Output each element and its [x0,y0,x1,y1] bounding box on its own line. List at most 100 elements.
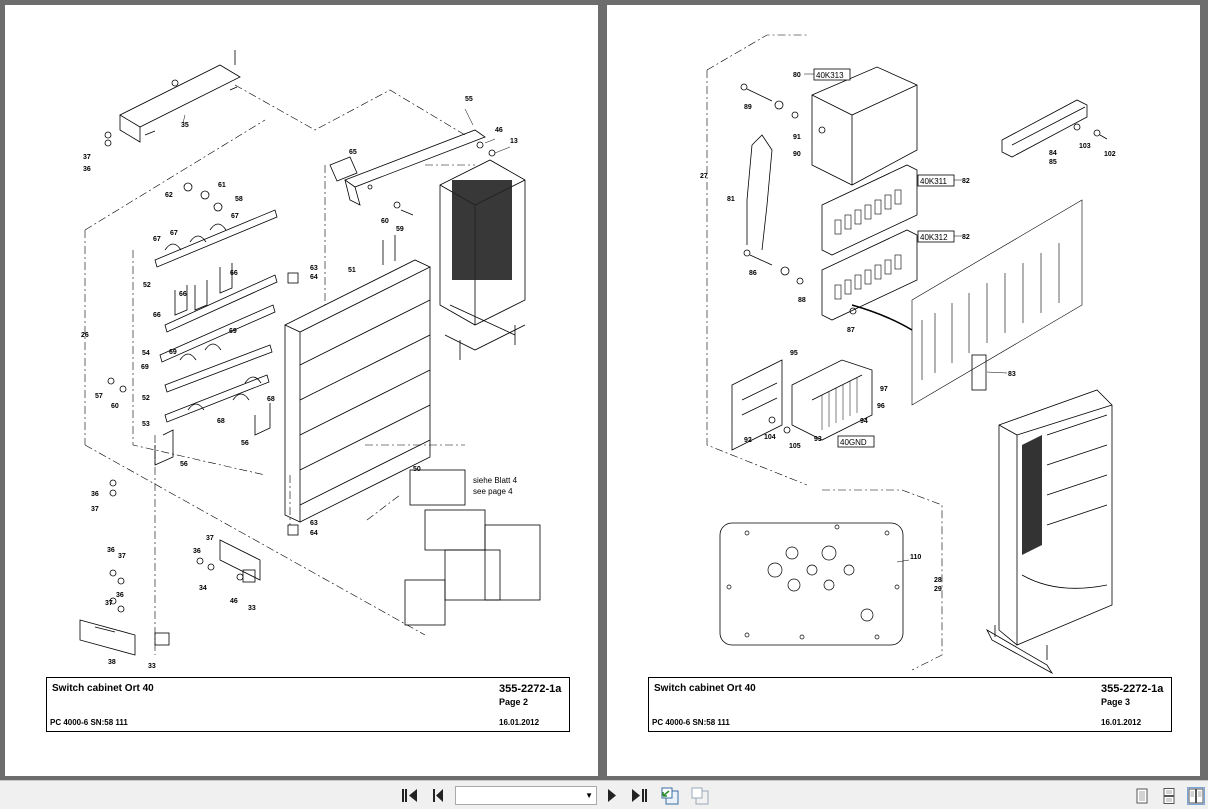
note-see-page-4-de: siehe Blatt 4 [473,476,518,485]
svg-text:87: 87 [847,327,855,334]
svg-text:34: 34 [199,585,207,592]
svg-text:37: 37 [83,154,91,161]
drawing-date: 16.01.2012 [1101,718,1142,727]
svg-text:36: 36 [107,547,115,554]
label-40K311: 40K311 [920,177,948,186]
svg-text:57: 57 [95,393,103,400]
go-back-button[interactable] [660,787,680,804]
drawing-number: 355-2272-1a [1101,683,1164,695]
svg-text:65: 65 [349,149,357,156]
svg-text:38: 38 [108,659,116,666]
svg-text:29: 29 [934,586,942,593]
svg-text:82: 82 [962,234,970,241]
svg-text:89: 89 [744,104,752,111]
svg-text:84: 84 [1049,150,1057,157]
last-page-button[interactable] [630,787,650,804]
last-page-icon [632,789,647,802]
svg-text:37: 37 [118,553,126,560]
two-page-view-button[interactable] [1187,787,1205,805]
svg-text:51: 51 [348,267,356,274]
title-block: Switch cabinet Ort 40 355-2272-1a Page 3… [648,677,1172,732]
label-40K313: 40K313 [816,71,844,80]
svg-text:54: 54 [142,350,150,357]
page-number: Page 3 [1101,697,1131,707]
go-forward-button[interactable] [690,787,710,804]
svg-text:37: 37 [91,506,99,513]
svg-text:85: 85 [1049,159,1057,166]
svg-text:67: 67 [231,213,239,220]
svg-text:53: 53 [142,421,150,428]
svg-text:97: 97 [880,386,888,393]
svg-text:52: 52 [143,282,151,289]
svg-text:110: 110 [910,554,921,561]
svg-text:36: 36 [193,548,201,555]
first-page-icon [402,789,417,802]
svg-text:58: 58 [235,196,243,203]
svg-text:50: 50 [413,466,421,473]
svg-text:28: 28 [934,577,942,584]
svg-text:88: 88 [798,297,806,304]
svg-text:96: 96 [877,403,885,410]
svg-text:35: 35 [181,122,189,129]
svg-text:69: 69 [229,328,237,335]
next-page-icon [608,789,616,802]
document-viewer[interactable]: 35 37 36 55 46 13 65 62 61 58 67 67 67 6… [0,0,1208,780]
svg-text:67: 67 [170,230,178,237]
single-page-view-button[interactable] [1133,787,1151,805]
exploded-parts-drawing: 40K313 40K311 40K312 40GND 80 [607,5,1200,776]
svg-text:52: 52 [142,395,150,402]
svg-text:56: 56 [180,461,188,468]
exploded-parts-drawing: 35 37 36 55 46 13 65 62 61 58 67 67 67 6… [5,5,598,776]
page-number-select[interactable]: ▼ [455,786,597,805]
go-back-icon [661,787,679,804]
first-page-button[interactable] [400,787,420,804]
svg-text:80: 80 [793,72,801,79]
continuous-view-button[interactable] [1160,787,1178,805]
svg-text:95: 95 [790,350,798,357]
svg-text:83: 83 [1008,371,1016,378]
svg-text:60: 60 [381,218,389,225]
svg-text:46: 46 [495,127,503,134]
next-page-button[interactable] [603,787,623,804]
svg-text:103: 103 [1079,143,1091,150]
svg-text:66: 66 [230,270,238,277]
svg-text:81: 81 [727,196,735,203]
svg-text:36: 36 [116,592,124,599]
drawing-number: 355-2272-1a [499,683,562,695]
machine-model: PC 4000-6 SN:58 111 [652,718,730,727]
svg-text:104: 104 [764,434,776,441]
svg-text:36: 36 [83,166,91,173]
continuous-view-icon [1163,788,1175,804]
page-number: Page 2 [499,697,529,707]
svg-text:36: 36 [91,491,99,498]
svg-text:90: 90 [793,151,801,158]
svg-text:33: 33 [148,663,156,670]
previous-page-button[interactable] [428,787,448,804]
two-page-view-icon [1188,788,1204,804]
svg-text:91: 91 [793,134,801,141]
svg-text:46: 46 [230,598,238,605]
svg-text:66: 66 [153,312,161,319]
svg-text:69: 69 [169,349,177,356]
svg-text:27: 27 [700,173,708,180]
previous-page-icon [433,789,443,802]
drawing-title: Switch cabinet Ort 40 [654,683,756,694]
label-40K312: 40K312 [920,233,948,242]
svg-text:69: 69 [141,364,149,371]
chevron-down-icon: ▼ [585,791,593,800]
svg-text:56: 56 [241,440,249,447]
svg-text:55: 55 [465,96,473,103]
svg-text:37: 37 [206,535,214,542]
svg-text:66: 66 [179,291,187,298]
single-page-view-icon [1136,788,1148,804]
note-see-page-4-en: see page 4 [473,487,513,496]
svg-text:93: 93 [814,436,822,443]
svg-text:92: 92 [744,437,752,444]
svg-text:102: 102 [1104,151,1116,158]
svg-text:63: 63 [310,265,318,272]
svg-text:68: 68 [267,396,275,403]
svg-text:61: 61 [218,182,226,189]
navigation-toolbar: ▼ [0,780,1208,809]
svg-text:26: 26 [81,332,89,339]
page-3: 40K313 40K311 40K312 40GND 80 [607,5,1200,776]
